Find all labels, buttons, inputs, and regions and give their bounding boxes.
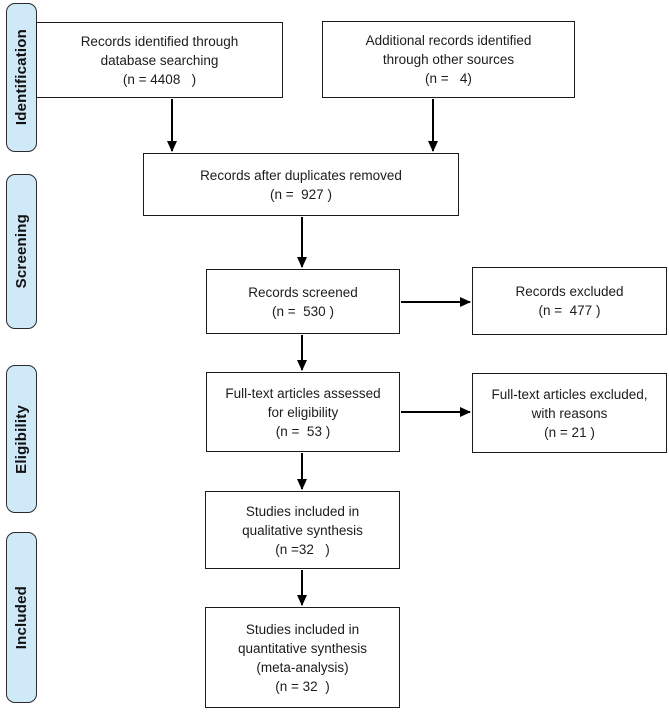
stage-eligibility-label: Eligibility [13, 404, 30, 474]
box-quantitative-synthesis-text: Studies included in quantitative synthes… [237, 621, 368, 694]
stage-included-label: Included [13, 585, 30, 650]
stage-identification-label: Identification [13, 29, 30, 126]
box-records-identified-text: Records identified through database sear… [80, 33, 239, 87]
box-duplicates-removed-text: Records after duplicates removed (n = 92… [200, 167, 402, 202]
box-records-screened: Records screened (n = 530 ) [206, 269, 400, 334]
stage-screening-label: Screening [13, 214, 30, 289]
box-fulltext-assessed: Full-text articles assessed for eligibil… [206, 372, 400, 452]
box-fulltext-assessed-text: Full-text articles assessed for eligibil… [225, 385, 381, 439]
box-quantitative-synthesis: Studies included in quantitative synthes… [205, 607, 400, 708]
box-fulltext-excluded: Full-text articles excluded, with reason… [472, 373, 667, 453]
box-additional-records: Additional records identified through ot… [322, 21, 575, 98]
stage-identification: Identification [6, 3, 37, 152]
box-qualitative-synthesis-text: Studies included in qualitative synthesi… [242, 503, 363, 557]
box-records-identified: Records identified through database sear… [36, 22, 283, 98]
stage-included: Included [6, 532, 37, 703]
box-additional-records-text: Additional records identified through ot… [365, 33, 532, 86]
stage-screening: Screening [6, 174, 37, 329]
box-qualitative-synthesis: Studies included in qualitative synthesi… [205, 491, 400, 569]
box-records-excluded-text: Records excluded (n = 477 ) [515, 284, 624, 318]
stage-eligibility: Eligibility [6, 365, 37, 513]
box-records-excluded: Records excluded (n = 477 ) [472, 267, 667, 335]
box-duplicates-removed: Records after duplicates removed (n = 92… [143, 153, 459, 216]
box-fulltext-excluded-text: Full-text articles excluded, with reason… [491, 386, 648, 440]
box-records-screened-text: Records screened (n = 530 ) [248, 284, 358, 319]
